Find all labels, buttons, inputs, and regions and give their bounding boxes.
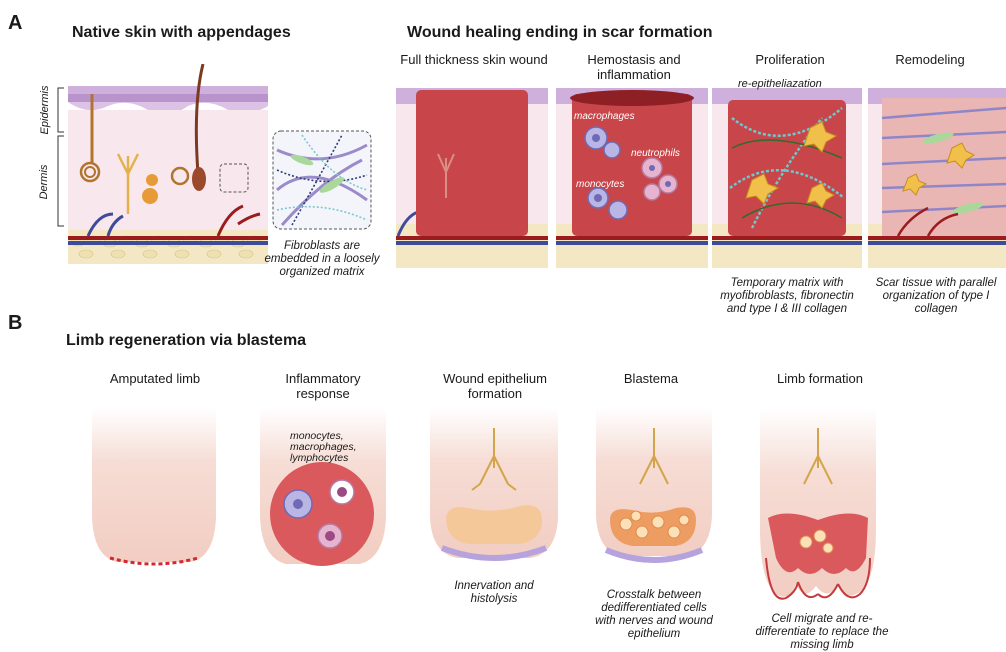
- stage-title-wound: Full thickness skin wound: [400, 52, 548, 67]
- proliferation-block: [712, 88, 862, 268]
- innervation-caption: Innervation and histolysis: [432, 580, 556, 606]
- stage-title-limb-formation: Limb formation: [745, 371, 895, 386]
- crosstalk-caption: Crosstalk between dedifferentiated cells…: [590, 589, 718, 641]
- limb-formation-limb: [756, 408, 880, 608]
- remodeling-caption: Scar tissue with parallel organization o…: [868, 277, 1004, 316]
- re-epithelialization-label: re-epitheliazation: [738, 79, 822, 90]
- stage-title-inflammatory: Inflammatory response: [258, 371, 388, 401]
- migrate-caption: Cell migrate and re-differentiate to rep…: [752, 613, 892, 652]
- macrophages-label: macrophages: [574, 111, 635, 122]
- blastema-limb: [592, 408, 716, 572]
- full-thickness-wound-block: [396, 88, 548, 268]
- panel-a-letter: A: [8, 12, 22, 35]
- stage-title-wound-epithelium: Wound epithelium formation: [420, 371, 570, 401]
- stage-title-remodeling: Remodeling: [866, 52, 994, 67]
- panel-b-letter: B: [8, 312, 22, 335]
- epidermis-label: Epidermis: [39, 85, 51, 135]
- limb-regeneration-title: Limb regeneration via blastema: [66, 332, 306, 350]
- neutrophils-label: neutrophils: [631, 148, 680, 159]
- native-skin-illustration: [68, 64, 268, 264]
- monocytes-label: monocytes: [576, 179, 624, 190]
- stage-title-amputated: Amputated limb: [90, 371, 220, 386]
- proliferation-caption: Temporary matrix with myofibroblasts, fi…: [712, 277, 862, 316]
- native-skin-title: Native skin with appendages: [72, 24, 291, 42]
- dermis-label: Dermis: [38, 162, 50, 202]
- fibroblast-matrix-inset: [272, 130, 372, 230]
- fibroblast-caption: Fibroblasts are embedded in a loosely or…: [262, 240, 382, 279]
- amputated-limb: [88, 408, 220, 572]
- wound-healing-title: Wound healing ending in scar formation: [407, 24, 713, 42]
- stage-title-blastema: Blastema: [586, 371, 716, 386]
- stage-title-proliferation: Proliferation: [716, 52, 864, 67]
- remodeling-block: [868, 88, 1006, 268]
- stage-title-hemostasis: Hemostasis and inflammation: [560, 52, 708, 82]
- wound-epithelium-limb: [424, 408, 564, 568]
- layer-brackets: [54, 86, 66, 228]
- inflammatory-cells-label: monocytes, macrophages, lymphocytes: [290, 431, 380, 464]
